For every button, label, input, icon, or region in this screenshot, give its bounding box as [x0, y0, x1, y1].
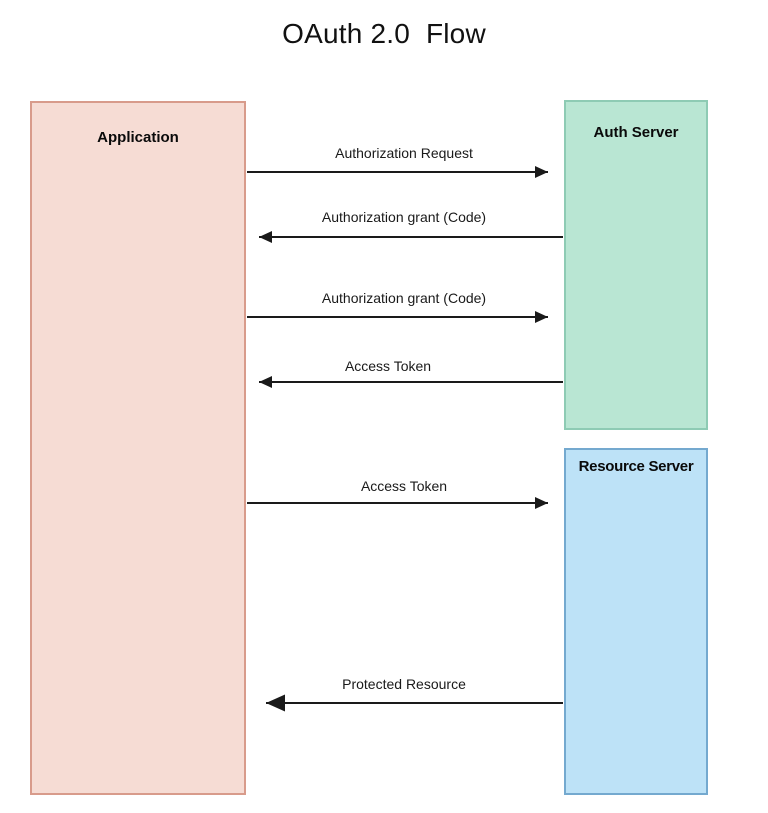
lane-resource-server-label: Resource Server — [578, 458, 694, 475]
lane-auth-server-label: Auth Server — [593, 124, 679, 141]
lane-resource-server[interactable]: Resource Server — [564, 448, 708, 795]
page-title: OAuth 2.0 Flow — [282, 18, 486, 49]
lane-auth-server[interactable]: Auth Server — [564, 100, 708, 430]
lane-application-label: Application — [97, 129, 179, 146]
lane-application[interactable]: Application — [30, 101, 246, 795]
